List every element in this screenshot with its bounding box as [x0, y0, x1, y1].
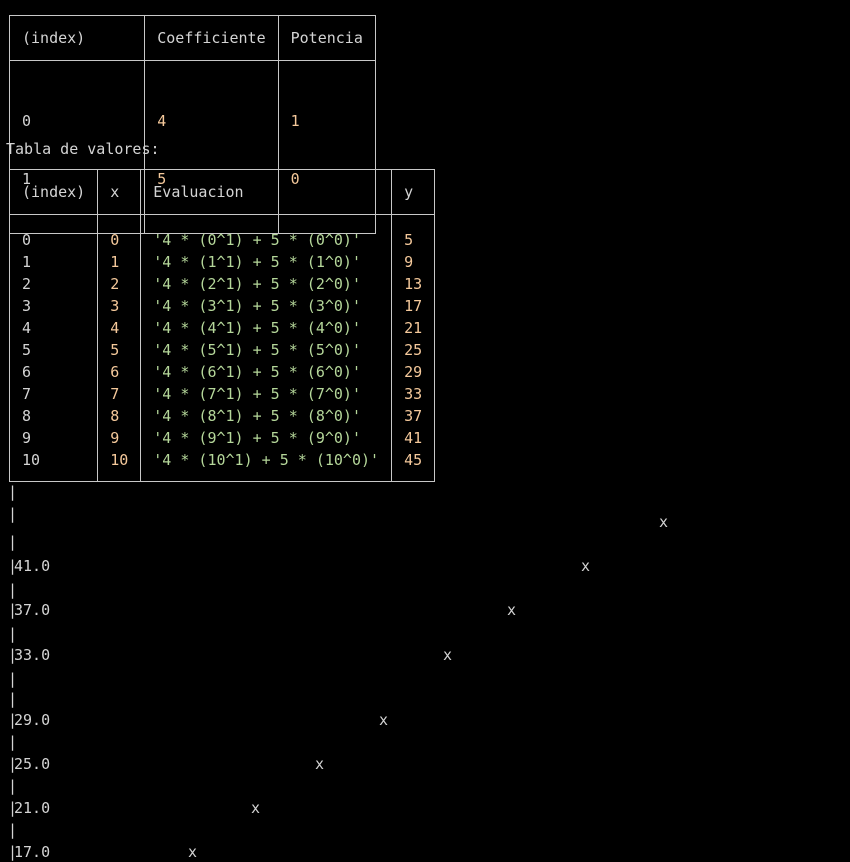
cell-x: 5	[110, 341, 120, 359]
cell-index: 7	[22, 385, 32, 403]
cell-index: 2	[22, 275, 32, 293]
y-tick-label: 17.0	[14, 843, 51, 861]
cell-evaluation: '4 * (8^1) + 5 * (8^0)'	[153, 407, 361, 425]
cell-evaluation: '4 * (9^1) + 5 * (9^0)'	[153, 429, 361, 447]
cell-evaluation: '4 * (10^1) + 5 * (10^0)'	[153, 451, 380, 469]
cell-x: 0	[110, 231, 120, 249]
cell-x: 9	[110, 429, 120, 447]
y-column: 5 9 13 17 21 25 29 33 37 41 45	[391, 214, 436, 482]
index-column: 0 1 2 3 4 5 6 7 8 9 10	[8, 214, 99, 482]
plot-point: x	[507, 601, 517, 619]
cell-index: 0	[22, 112, 32, 130]
y-axis-segment: |	[8, 505, 18, 523]
y-axis-segment: |	[8, 625, 18, 643]
cell-y: 41	[404, 429, 423, 447]
column-header-index: (index)	[8, 15, 146, 61]
evaluation-column: '4 * (0^1) + 5 * (0^0)' '4 * (1^1) + 5 * …	[140, 214, 393, 482]
y-axis-segment: |	[8, 690, 18, 708]
column-header-coefficiente: Coefficiente	[144, 15, 279, 61]
cell-index: 0	[22, 231, 32, 249]
cell-y: 29	[404, 363, 423, 381]
plot-point: x	[251, 799, 261, 817]
column-header-x: x	[97, 169, 142, 215]
cell-y: 25	[404, 341, 423, 359]
y-axis-segment: |	[8, 557, 18, 575]
y-tick-label: 21.0	[14, 799, 51, 817]
cell-x: 8	[110, 407, 120, 425]
y-axis-segment: |	[8, 843, 18, 861]
cell-y: 21	[404, 319, 423, 337]
plot-point: x	[443, 646, 453, 664]
plot-point: x	[379, 711, 389, 729]
y-tick-label: 37.0	[14, 601, 51, 619]
cell-index: 9	[22, 429, 32, 447]
cell-index: 6	[22, 363, 32, 381]
cell-y: 45	[404, 451, 423, 469]
y-axis-segment: |	[8, 601, 18, 619]
cell-x: 4	[110, 319, 120, 337]
y-axis-segment: |	[8, 670, 18, 688]
y-axis-segment: |	[8, 821, 18, 839]
cell-index: 3	[22, 297, 32, 315]
cell-evaluation: '4 * (2^1) + 5 * (2^0)'	[153, 275, 361, 293]
y-axis-segment: |	[8, 483, 18, 501]
y-tick-label: 41.0	[14, 557, 51, 575]
y-axis-segment: |	[8, 755, 18, 773]
column-header-evaluacion: Evaluacion	[140, 169, 393, 215]
plot-point: x	[315, 755, 325, 773]
cell-x: 7	[110, 385, 120, 403]
plot-point: x	[188, 843, 198, 861]
y-tick-label: 29.0	[14, 711, 51, 729]
cell-y: 9	[404, 253, 414, 271]
y-axis-segment: |	[8, 646, 18, 664]
y-axis-segment: |	[8, 711, 18, 729]
plot-point: x	[659, 513, 669, 531]
cell-evaluation: '4 * (3^1) + 5 * (3^0)'	[153, 297, 361, 315]
y-axis-segment: |	[8, 581, 18, 599]
cell-x: 6	[110, 363, 120, 381]
y-tick-label: 25.0	[14, 755, 51, 773]
cell-x: 3	[110, 297, 120, 315]
cell-index: 5	[22, 341, 32, 359]
cell-power: 1	[290, 112, 300, 130]
cell-evaluation: '4 * (4^1) + 5 * (4^0)'	[153, 319, 361, 337]
cell-evaluation: '4 * (1^1) + 5 * (1^0)'	[153, 253, 361, 271]
cell-x: 2	[110, 275, 120, 293]
x-column: 0 1 2 3 4 5 6 7 8 9 10	[97, 214, 142, 482]
cell-index: 4	[22, 319, 32, 337]
cell-y: 5	[404, 231, 414, 249]
cell-x: 1	[110, 253, 120, 271]
cell-x: 10	[110, 451, 129, 469]
cell-y: 37	[404, 407, 423, 425]
y-axis-segment: |	[8, 733, 18, 751]
y-tick-label: 33.0	[14, 646, 51, 664]
cell-index: 1	[22, 253, 32, 271]
cell-evaluation: '4 * (5^1) + 5 * (5^0)'	[153, 341, 361, 359]
cell-evaluation: '4 * (6^1) + 5 * (6^0)'	[153, 363, 361, 381]
y-axis-segment: |	[8, 799, 18, 817]
cell-y: 17	[404, 297, 423, 315]
y-axis-segment: |	[8, 777, 18, 795]
column-header-index: (index)	[8, 169, 99, 215]
plot-point: x	[581, 557, 591, 575]
column-header-potencia: Potencia	[277, 15, 376, 61]
cell-y: 33	[404, 385, 423, 403]
values-table-label: Tabla de valores:	[6, 140, 160, 158]
cell-coefficient: 4	[157, 112, 167, 130]
cell-evaluation: '4 * (7^1) + 5 * (7^0)'	[153, 385, 361, 403]
cell-index: 8	[22, 407, 32, 425]
cell-index: 10	[22, 451, 41, 469]
cell-y: 13	[404, 275, 423, 293]
y-axis-segment: |	[8, 533, 18, 551]
column-header-y: y	[391, 169, 436, 215]
cell-evaluation: '4 * (0^1) + 5 * (0^0)'	[153, 231, 361, 249]
